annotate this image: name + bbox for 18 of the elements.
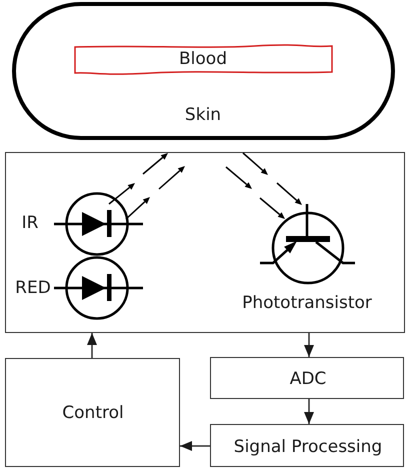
process-box (210, 424, 404, 467)
blood-vessel (74, 45, 333, 74)
arrow (87, 333, 97, 358)
node-label: Control (62, 403, 124, 423)
node-label: ADC (290, 369, 326, 389)
region-label: Skin (184, 105, 222, 125)
node-label: Signal Processing (234, 437, 382, 457)
process-box (5, 358, 180, 467)
skin-region (12, 2, 395, 140)
component-label: IR (22, 213, 38, 233)
region-label: Blood (179, 49, 227, 69)
component-label: RED (15, 278, 51, 298)
process-box (210, 357, 404, 399)
arrow (180, 441, 210, 451)
arrow (304, 399, 314, 424)
sensor-panel (5, 152, 405, 333)
arrow (304, 333, 314, 357)
component-label: Phototransistor (242, 293, 372, 313)
